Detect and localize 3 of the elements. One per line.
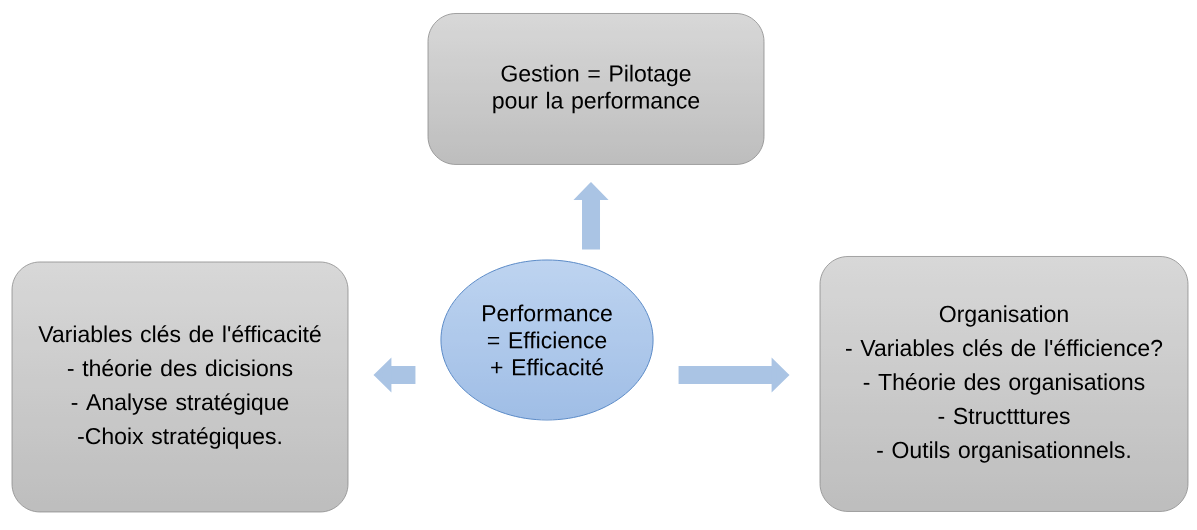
rounded-box: Gestion = Pilotage pour la performance xyxy=(427,13,765,165)
rounded-box: Organisation - Variables clés de l'éfficience? - Théorie des organisations - Structttures - Outils organisationnels. xyxy=(819,256,1189,512)
rounded-box: Variables clés de l'éfficacité - théorie des dicisions - Analyse stratégique -Choix stratégiques. xyxy=(11,261,349,513)
